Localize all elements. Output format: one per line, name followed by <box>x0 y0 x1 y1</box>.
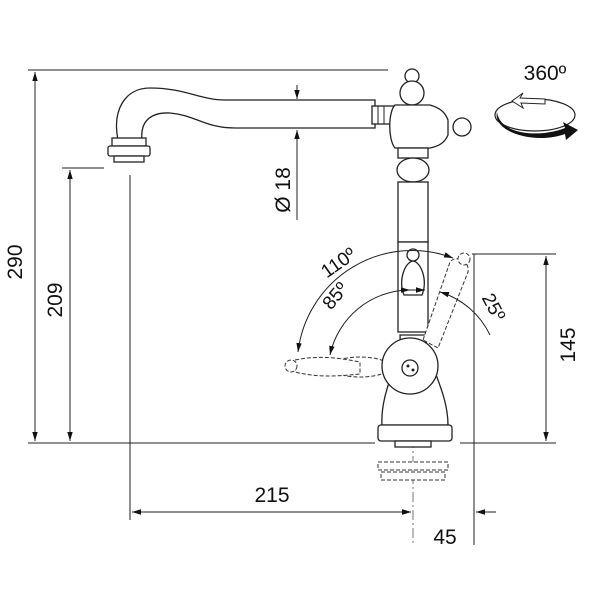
lever-hub <box>284 252 471 395</box>
label-diameter-18: Ø 18 <box>272 167 295 213</box>
label-145: 145 <box>557 327 580 362</box>
label-209: 209 <box>44 282 67 317</box>
angle-25: 25º <box>477 290 509 325</box>
dimension-215: 215 <box>132 484 411 515</box>
spout <box>107 87 395 163</box>
dimension-290: 290 <box>4 72 38 441</box>
rotation-360-icon: 360º <box>494 62 578 140</box>
angle-360: 360º <box>524 62 567 85</box>
dimension-209: 209 <box>44 170 73 441</box>
label-290: 290 <box>4 244 27 279</box>
extension-lines <box>28 69 556 545</box>
label-215: 215 <box>254 484 289 507</box>
label-45: 45 <box>433 526 456 549</box>
angle-85: 85º <box>319 279 353 314</box>
dimension-diameter-18: Ø 18 <box>272 85 300 220</box>
dimension-145: 145 <box>543 256 580 441</box>
dimension-45: 45 <box>390 509 496 549</box>
